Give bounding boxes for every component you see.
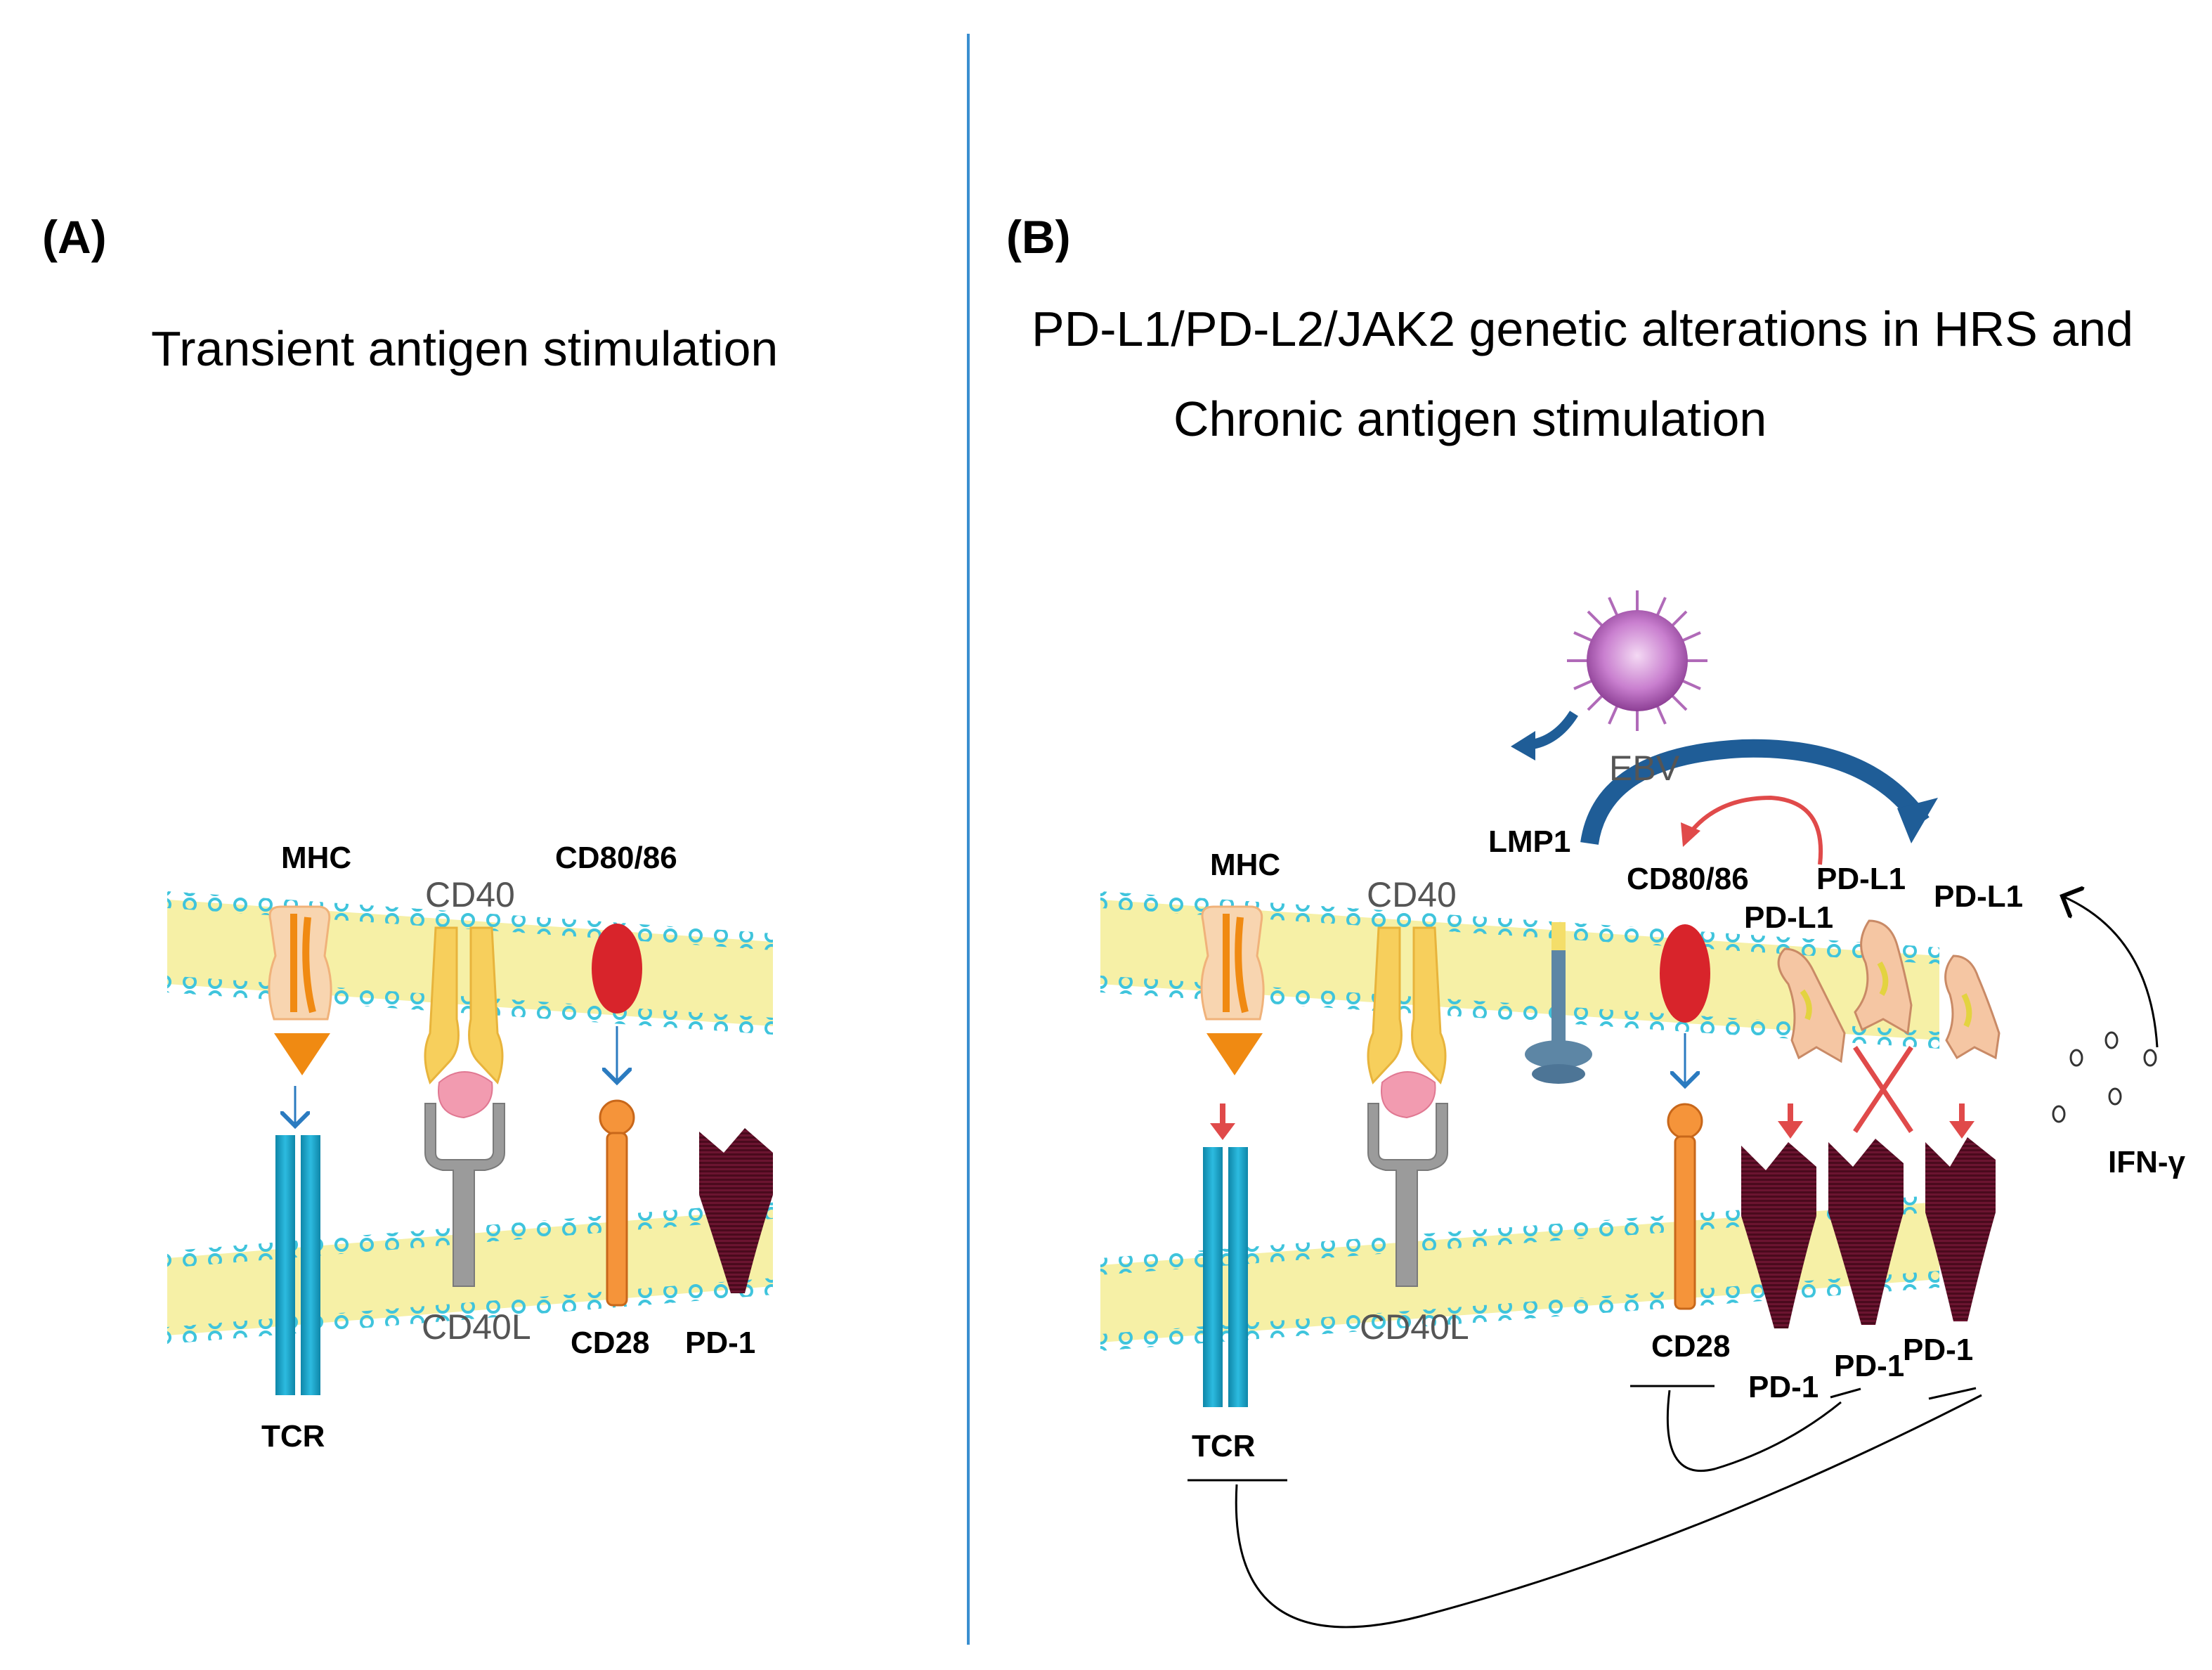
pdl1-ligand-center — [1854, 919, 1913, 1035]
panel-a: (A) Transient antigen stimulation — [42, 211, 778, 1454]
label-pd1-b2: PD-1 — [1834, 1349, 1904, 1383]
cd80-86-ligand-b — [1660, 924, 1710, 1023]
label-pd1: PD-1 — [685, 1326, 755, 1360]
pd1-inhibition-bar-b — [1830, 1387, 1861, 1399]
label-pd1-b3: PD-1 — [1903, 1333, 1973, 1367]
label-cd40-b: CD40 — [1367, 875, 1457, 914]
mhc-molecule-b — [1200, 905, 1265, 1075]
pd1-inhibit-cd28-curve — [1666, 1390, 1842, 1472]
label-ebv: EBV — [1609, 749, 1680, 788]
red-arrowhead-right — [1949, 1121, 1974, 1139]
ifn-gamma-molecules — [2052, 1031, 2157, 1123]
pd1-inhibition-bar-c — [1928, 1387, 1977, 1400]
pdl1-ligand-left — [1777, 947, 1846, 1063]
lmp1-pdl1-arrowhead — [1897, 798, 1938, 843]
pd1-receptor — [699, 1128, 773, 1293]
label-cd80-86: CD80/86 — [555, 841, 677, 875]
label-tcr: TCR — [261, 1419, 325, 1454]
label-mhc: MHC — [281, 841, 351, 875]
panel-b-title-line1: PD-L1/PD-L2/JAK2 genetic alterations in … — [1032, 302, 2133, 356]
label-lmp1: LMP1 — [1488, 824, 1570, 859]
label-pdl1-right: PD-L1 — [1934, 879, 2023, 914]
label-tcr-b: TCR — [1192, 1429, 1255, 1463]
label-cd80-86-b: CD80/86 — [1627, 862, 1749, 896]
ebv-virus-icon — [1567, 590, 1707, 731]
blocked-interaction-x — [1853, 1046, 1913, 1133]
mhc-molecule — [268, 905, 332, 1075]
membrane-lower-b — [1100, 1195, 1939, 1351]
tcr-receptor — [275, 1135, 320, 1395]
pdl1-cd80-arrow — [1688, 795, 1823, 865]
label-cd40l-b: CD40L — [1360, 1307, 1469, 1347]
cd28-receptor-b — [1667, 1103, 1703, 1310]
tcr-receptor-b — [1203, 1147, 1248, 1407]
mhc-tcr-red-arrowhead — [1210, 1123, 1235, 1140]
label-cd40: CD40 — [425, 875, 515, 914]
label-pdl1-top: PD-L1 — [1816, 862, 1906, 896]
membrane-upper-b — [1100, 891, 1939, 1049]
pdl1-pd1-arrows — [1788, 1103, 1965, 1125]
panel-a-letter: (A) — [42, 211, 107, 263]
pd1-inhibit-tcr-curve — [1235, 1394, 1982, 1629]
cd80-86-ligand — [592, 924, 642, 1014]
ifn-pdl1-arrow — [2062, 896, 2159, 1048]
ebv-outgoing-arrowhead — [1511, 731, 1535, 760]
red-arrowhead-left — [1778, 1121, 1803, 1139]
pdl1-cd80-arrowhead — [1681, 822, 1700, 847]
panel-b: (B) PD-L1/PD-L2/JAK2 genetic alterations… — [1006, 211, 2186, 1629]
pd1-receptor-b3 — [1925, 1137, 1996, 1321]
panel-b-title-line2: Chronic antigen stimulation — [1173, 391, 1767, 446]
pd1-receptor-b1 — [1741, 1142, 1816, 1328]
label-cd40l: CD40L — [422, 1307, 531, 1347]
panel-a-title: Transient antigen stimulation — [151, 321, 778, 376]
pdl1-ligand-right — [1944, 954, 2000, 1060]
pd1-receptor-b2 — [1828, 1139, 1904, 1325]
panel-b-letter: (B) — [1006, 211, 1071, 263]
label-cd28-b: CD28 — [1651, 1329, 1731, 1364]
label-ifn-gamma: IFN-γ — [2108, 1145, 2186, 1179]
label-cd28: CD28 — [571, 1326, 650, 1360]
label-mhc-b: MHC — [1210, 848, 1280, 882]
label-pdl1-left: PD-L1 — [1744, 900, 1833, 935]
cd28-receptor — [599, 1099, 635, 1307]
cd40-cd40l-complex — [424, 926, 505, 1287]
label-pd1-b1: PD-1 — [1748, 1370, 1819, 1404]
cd40-cd40l-complex-b — [1367, 926, 1448, 1287]
lmp1-pdl1-arrow — [1580, 739, 1930, 846]
lmp1-protein — [1525, 922, 1592, 1084]
